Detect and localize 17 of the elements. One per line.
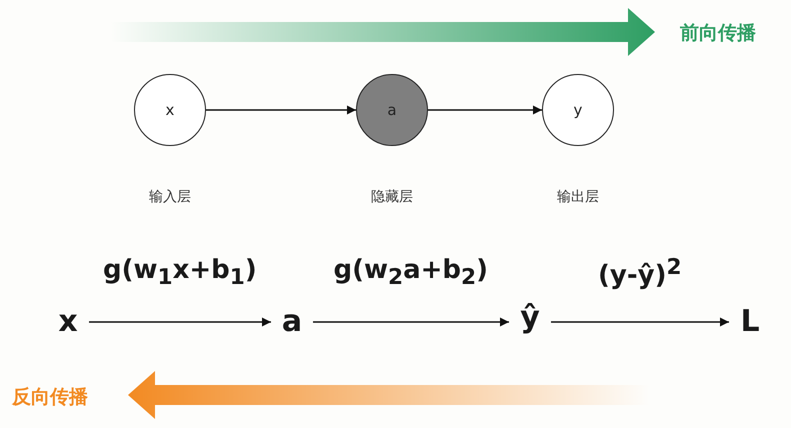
arrow [89,318,271,326]
variable-symbol: ŷ [515,297,545,339]
variable-symbol: L [735,305,765,339]
node-label: x [166,101,174,119]
arrow [428,106,542,114]
arrow [551,318,729,326]
arrow [206,106,356,114]
arrow [313,318,509,326]
node-label: y [574,101,582,119]
variable-symbol: a [277,305,307,339]
direction-label: 前向传播 [680,21,756,46]
layer-caption: 隐藏层 [371,188,413,206]
layer-caption: 输入层 [149,188,191,206]
direction-label: 反向传播 [12,385,88,410]
node-label: a [387,101,397,119]
layer-caption: 输出层 [557,188,599,206]
variable-symbol: x [53,305,83,339]
